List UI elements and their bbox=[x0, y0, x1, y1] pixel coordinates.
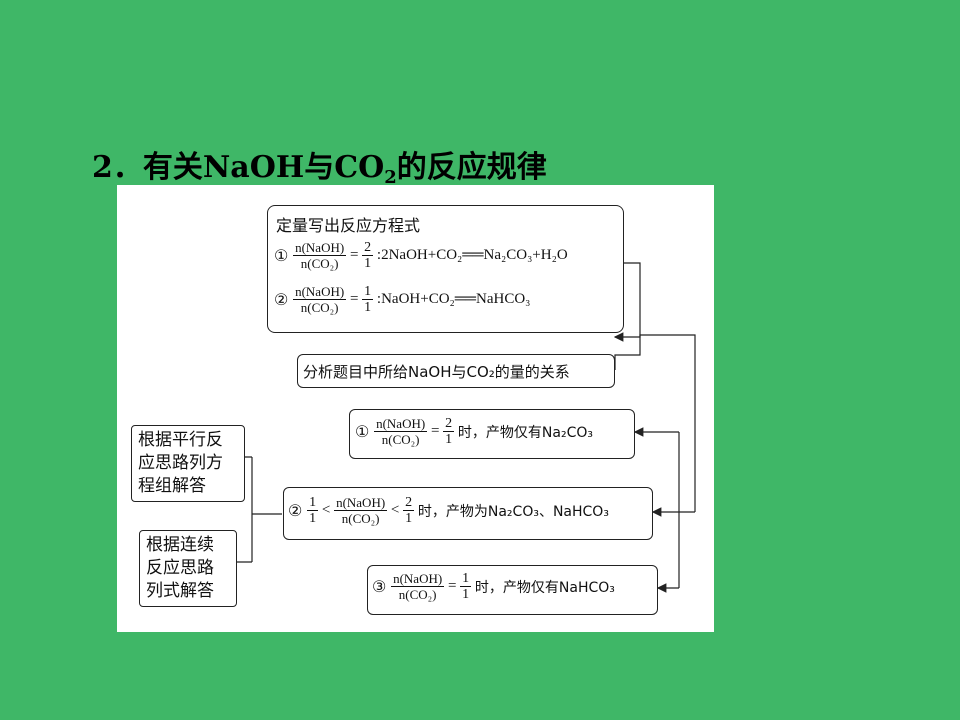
case1-ratio-num: n(NaOH) bbox=[374, 416, 428, 432]
title-number: 2． bbox=[92, 150, 143, 185]
case3-ratio: n(NaOH)n(CO₂) bbox=[391, 571, 445, 602]
case2-ratio: n(NaOH)n(CO₂) bbox=[334, 495, 388, 526]
row2-eq: = bbox=[349, 291, 359, 307]
case2-lo-num: 1 bbox=[307, 495, 319, 511]
row1-mark: ① bbox=[274, 247, 289, 265]
connector-trunk bbox=[614, 334, 696, 512]
row2-val-num: 1 bbox=[362, 284, 374, 300]
case3-text: 时，产物仅有NaHCO₃ bbox=[474, 579, 615, 596]
case2-hi-num: 2 bbox=[403, 495, 415, 511]
case1-val-num: 2 bbox=[443, 416, 455, 432]
row2-ratio: n(NaOH)n(CO₂) bbox=[293, 284, 347, 315]
row1-ratio-num: n(NaOH) bbox=[293, 240, 347, 256]
case3-ratio-den: n(CO₂) bbox=[398, 587, 437, 602]
case3-eq: = bbox=[447, 578, 457, 594]
case1-ratio-den: n(CO₂) bbox=[381, 432, 420, 447]
case3-val-den: 1 bbox=[462, 587, 470, 602]
row2-mark: ② bbox=[274, 291, 289, 309]
case1-text: 时，产物仅有Na₂CO₃ bbox=[457, 424, 593, 441]
method2-line-1: 根据连续 bbox=[146, 535, 214, 555]
equations-title: 定量写出反应方程式 bbox=[276, 216, 421, 235]
title-suffix: 的反应规律 bbox=[396, 150, 547, 185]
row1-equation: :2NaOH+CO₂══Na₂CO₃+H₂O bbox=[376, 247, 568, 263]
case3-val-num: 1 bbox=[460, 571, 472, 587]
method1-line-1: 根据平行反 bbox=[138, 430, 223, 450]
case1-mark: ① bbox=[355, 423, 370, 441]
case3-mark: ③ bbox=[372, 578, 387, 596]
case2-ratio-den: n(CO₂) bbox=[341, 511, 380, 526]
title-subscript: 2 bbox=[384, 167, 397, 188]
row1-ratio-den: n(CO₂) bbox=[300, 256, 339, 271]
case1-ratio: n(NaOH)n(CO₂) bbox=[374, 416, 428, 447]
case2-ratio-num: n(NaOH) bbox=[334, 495, 388, 511]
method2-line-2: 反应思路 bbox=[146, 558, 214, 578]
case2-hi-den: 1 bbox=[405, 511, 413, 526]
row2-val-den: 1 bbox=[364, 300, 372, 315]
row1-val-den: 1 bbox=[364, 256, 372, 271]
method-parallel-box: 根据平行反 应思路列方 程组解答 bbox=[131, 425, 245, 502]
method-continuous-box: 根据连续 反应思路 列式解答 bbox=[139, 530, 237, 607]
case1-val-den: 1 bbox=[445, 432, 453, 447]
case2-lo-den: 1 bbox=[309, 511, 317, 526]
method2-line-3: 列式解答 bbox=[146, 581, 214, 601]
row2-ratio-den: n(CO₂) bbox=[300, 300, 339, 315]
row2-ratio-num: n(NaOH) bbox=[293, 284, 347, 300]
analyze-box: 分析题目中所给NaOH与CO₂的量的关系 bbox=[297, 354, 615, 388]
method1-line-2: 应思路列方 bbox=[138, 453, 223, 473]
case2-mark: ② bbox=[288, 502, 303, 520]
case3-ratio-num: n(NaOH) bbox=[391, 571, 445, 587]
row2-equation: :NaOH+CO₂══NaHCO₃ bbox=[376, 291, 531, 307]
analyze-text: 分析题目中所给NaOH与CO₂的量的关系 bbox=[303, 363, 570, 381]
row1-ratio: n(NaOH)n(CO₂) bbox=[293, 240, 347, 271]
case2-lt: < bbox=[321, 502, 331, 518]
method1-line-3: 程组解答 bbox=[138, 476, 206, 496]
row1-eq: = bbox=[349, 247, 359, 263]
case2-lt2: < bbox=[390, 502, 400, 518]
case1-eq: = bbox=[430, 423, 440, 439]
title-prefix: 有关NaOH与CO bbox=[142, 150, 385, 185]
page-title: 2．有关NaOH与CO2的反应规律 bbox=[92, 142, 547, 188]
case2-text: 时，产物为Na₂CO₃、NaHCO₃ bbox=[417, 503, 609, 520]
connector-formula bbox=[613, 262, 641, 342]
row1-val-num: 2 bbox=[362, 240, 374, 256]
